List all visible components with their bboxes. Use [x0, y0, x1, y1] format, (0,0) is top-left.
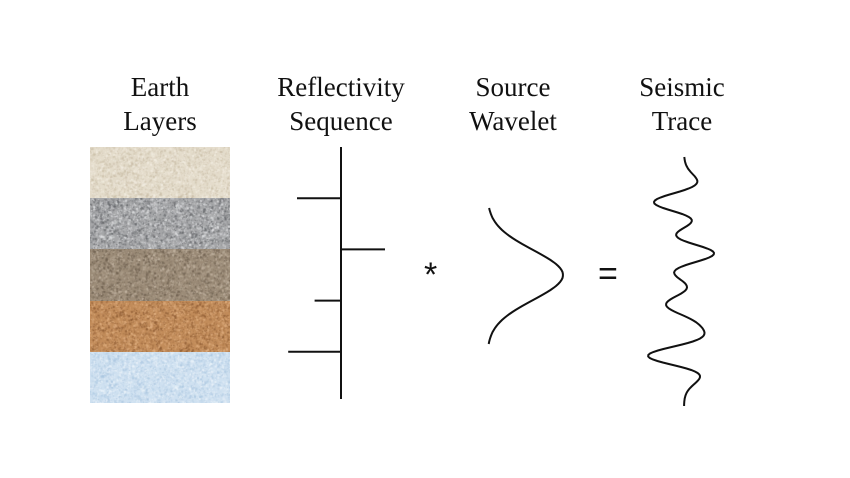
convolution-operator: * — [424, 256, 438, 294]
earth-layer-light-blue-layer — [90, 351, 230, 403]
seismic-trace-heading: Seismic Trace — [612, 70, 752, 138]
source-wavelet-curve — [487, 207, 564, 345]
seismic-trace-heading-line-1: Seismic — [639, 72, 725, 102]
earth-layer-gray-granite — [90, 198, 230, 250]
seismic-trace-curve — [647, 156, 716, 406]
reflectivity-sequence — [288, 147, 385, 399]
earth-layer-orange-sandstone — [90, 300, 230, 352]
earth-layers-heading-line-1: Earth — [130, 72, 190, 102]
source-wavelet-heading-line-2: Wavelet — [469, 106, 557, 136]
earth-layer-brown-shale — [90, 249, 230, 301]
source-wavelet-heading: Source Wavelet — [450, 70, 576, 138]
earth-layers-column — [90, 147, 230, 403]
equals-operator: = — [598, 255, 618, 293]
reflectivity-sequence-heading: Reflectivity Sequence — [262, 70, 420, 138]
source-wavelet-heading-line-1: Source — [475, 72, 551, 102]
earth-layers-heading-line-2: Layers — [123, 106, 197, 136]
earth-layer-cream-sandstone — [90, 147, 230, 199]
reflectivity-sequence-heading-line-1: Reflectivity — [277, 72, 405, 102]
seismic-trace-heading-line-2: Trace — [651, 106, 713, 136]
earth-layers-heading: Earth Layers — [90, 70, 230, 138]
reflectivity-sequence-heading-line-2: Sequence — [289, 106, 393, 136]
